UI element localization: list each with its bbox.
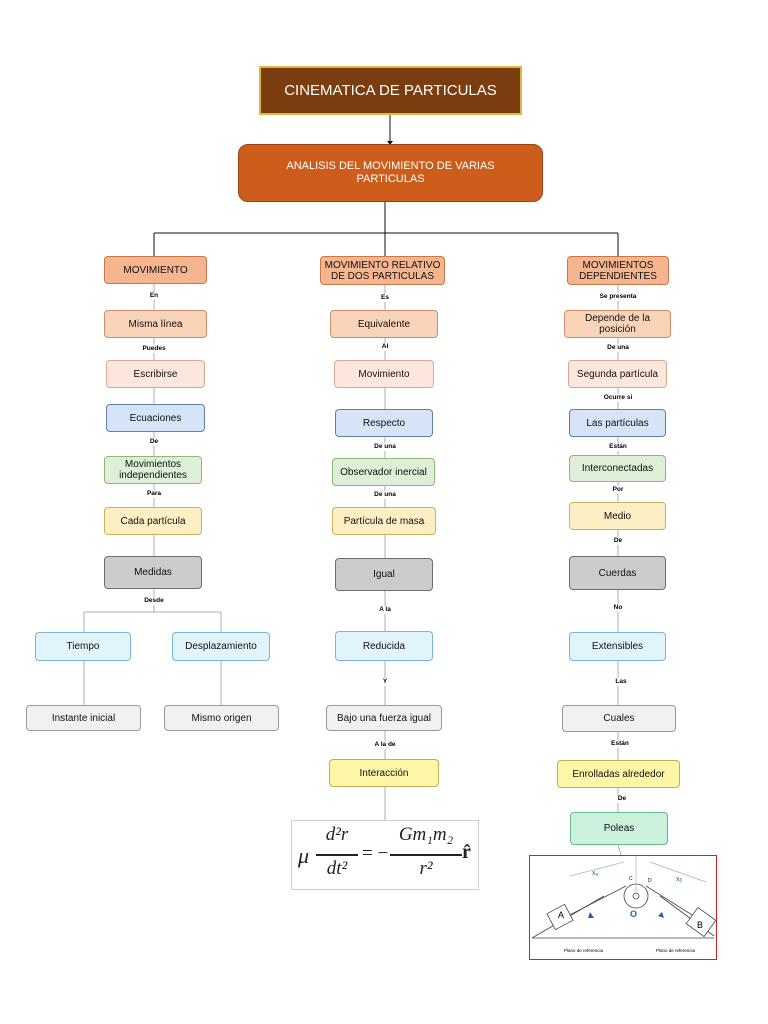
col1-node-6: Medidas: [104, 556, 202, 589]
col2-label-2: Al: [380, 343, 390, 351]
pulley-label-a: A: [558, 910, 565, 920]
col3-label-1: Se presenta: [598, 293, 638, 301]
formula-den2: r²: [419, 858, 433, 879]
pulley-label-xb: xᵦ: [676, 876, 683, 883]
col2-label-3: De una: [373, 443, 397, 451]
col1-node-8a: Instante inicial: [26, 705, 141, 731]
col3-label-2: De una: [606, 344, 630, 352]
col2-node-6: Igual: [335, 558, 433, 591]
pulley-ref-left: Plano de referencia: [564, 948, 604, 953]
pulley-label-d: D: [648, 878, 652, 884]
col3-node-8: Cuales: [562, 705, 676, 732]
formula-num: d²r: [325, 824, 349, 845]
col3-node-10: Poleas: [570, 812, 668, 845]
col2-label-6: Y: [381, 678, 389, 686]
pulley-ref-right: Plano de referencia: [656, 948, 696, 953]
col2-node-8: Bajo una fuerza igual: [326, 705, 442, 731]
pulley-label-b: B: [697, 920, 704, 930]
formula-num2: Gm₁m₂: [398, 824, 454, 845]
col1-label-3: De: [148, 438, 160, 446]
col3-node-7: Extensibles: [569, 632, 666, 661]
col2-node-1: Equivalente: [330, 310, 438, 338]
col2-node-7: Reducida: [335, 631, 433, 661]
col3-node-5: Medio: [569, 502, 666, 530]
col1-node-7a: Tiempo: [35, 632, 131, 661]
col1-node-1: Misma línea: [104, 310, 207, 338]
col2-node-4: Observador inercial: [332, 458, 435, 486]
col3-node-3: Las partículas: [569, 409, 666, 437]
col3-label-6: De: [612, 537, 624, 545]
col3-label-5: Por: [611, 486, 625, 494]
col3-label-3: Ocurre si: [602, 394, 634, 402]
col3-label-7: No: [612, 604, 624, 612]
block-b: [685, 906, 716, 938]
col3-head: MOVIMIENTOS DEPENDIENTES: [567, 256, 669, 285]
col1-node-5: Cada partícula: [104, 507, 202, 535]
dim-line-left: [569, 861, 625, 877]
pulley-label-c: C: [629, 876, 633, 882]
col3-node-9: Enrolladas alrededor: [557, 760, 680, 788]
formula-mu: μ: [298, 843, 310, 868]
pulley-diagram: A B O C D xₐ xᵦ Plano de referencia Plan…: [529, 855, 717, 960]
col2-label-7: A la de: [373, 741, 397, 749]
marker-right: [658, 912, 664, 918]
reduced-mass-equation: μ d²r dt² = − Gm₁m₂ r² r̂: [291, 820, 479, 890]
fraction-bar-1: [316, 854, 358, 856]
col1-node-3: Ecuaciones: [106, 404, 205, 432]
marker-left: [588, 912, 594, 918]
col3-label-10: De: [616, 795, 628, 803]
col2-node-2: Movimiento: [334, 360, 434, 388]
col1-label-2: Puedes: [141, 345, 167, 353]
col3-label-9: Están: [610, 740, 630, 748]
col1-head: MOVIMIENTO: [104, 256, 207, 284]
col1-label-4: Para: [145, 490, 163, 498]
rope-right: [645, 885, 701, 921]
col3-node-1: Depende de la posición: [564, 310, 671, 338]
col1-label-1: En: [148, 292, 160, 300]
col2-node-3: Respecto: [335, 409, 433, 437]
rope-left: [559, 885, 627, 921]
title-box: CINEMATICA DE PARTICULAS: [259, 66, 522, 115]
col1-node-8b: Mismo origen: [164, 705, 279, 731]
col3-label-8: Las: [614, 678, 628, 686]
col2-label-4: De una: [373, 491, 397, 499]
formula-rhat: r̂: [462, 841, 471, 863]
col1-node-4: Movimientos independientes: [104, 456, 202, 484]
formula-eq: = −: [362, 843, 389, 864]
col3-label-4: Están: [608, 443, 628, 451]
col2-node-9: Interacción: [329, 759, 439, 787]
col3-node-2: Segunda partícula: [568, 360, 667, 388]
pulley-drawing: [531, 856, 716, 939]
dim-line-right: [649, 861, 707, 883]
fraction-bar-2: [390, 854, 462, 856]
col2-label-1: Es: [380, 294, 390, 302]
col2-node-5: Partícula de masa: [332, 507, 436, 535]
col3-node-4: Interconectadas: [569, 455, 666, 482]
block-a: [546, 903, 574, 931]
pulley-label-xa: xₐ: [592, 870, 599, 877]
col2-label-5: A la: [378, 606, 392, 614]
formula-den: dt²: [326, 858, 348, 879]
col3-node-6: Cuerdas: [569, 556, 666, 590]
col1-node-7b: Desplazamiento: [172, 632, 270, 661]
col1-label-5: Desde: [143, 597, 165, 605]
main-topic-box: ANALISIS DEL MOVIMIENTO DE VARIAS PARTIC…: [238, 144, 543, 202]
col1-node-2: Escribirse: [106, 360, 205, 388]
col2-head: MOVIMIENTO RELATIVO DE DOS PARTICULAS: [320, 256, 445, 285]
pulley-label-o: O: [630, 909, 638, 919]
